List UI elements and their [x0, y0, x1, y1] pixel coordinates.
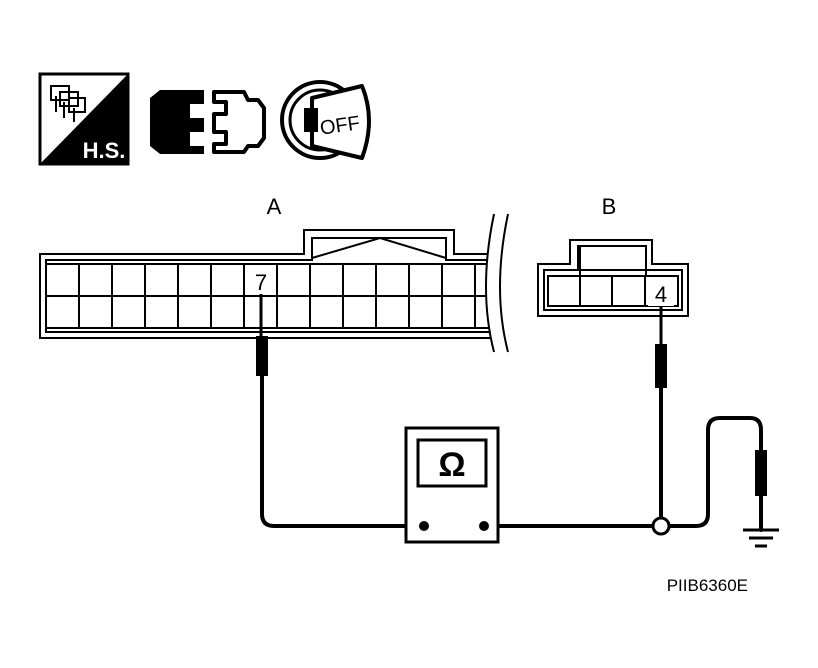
harness-check-icon: H.S. [38, 72, 130, 166]
test-leads [260, 374, 763, 532]
ohmmeter-icon: Ω [404, 426, 500, 544]
connector-b-label: B [602, 194, 617, 219]
ground-icon [743, 528, 779, 548]
ohm-symbol: Ω [438, 446, 465, 484]
probe-a [256, 294, 268, 376]
ignition-key-off-icon: OFF [280, 80, 371, 160]
meter-jack-right [479, 521, 489, 531]
connector-a-label: A [267, 194, 282, 219]
disconnect-connector-icon [150, 90, 266, 154]
meter-jack-left [419, 521, 429, 531]
figure-id: PIIB6360E [667, 576, 748, 595]
probe-ground [755, 450, 767, 496]
terminal-4-label: 4 [655, 282, 667, 307]
connector-b-cavities [547, 246, 679, 307]
connector-a [39, 229, 501, 339]
junction-node [651, 516, 671, 536]
connector-a-cavities [45, 263, 495, 329]
probe-b [655, 306, 667, 388]
connector-b [537, 239, 689, 317]
terminal-7-label: 7 [255, 270, 267, 295]
connector-a-break-mark [485, 213, 509, 353]
hs-label: H.S. [83, 138, 126, 163]
